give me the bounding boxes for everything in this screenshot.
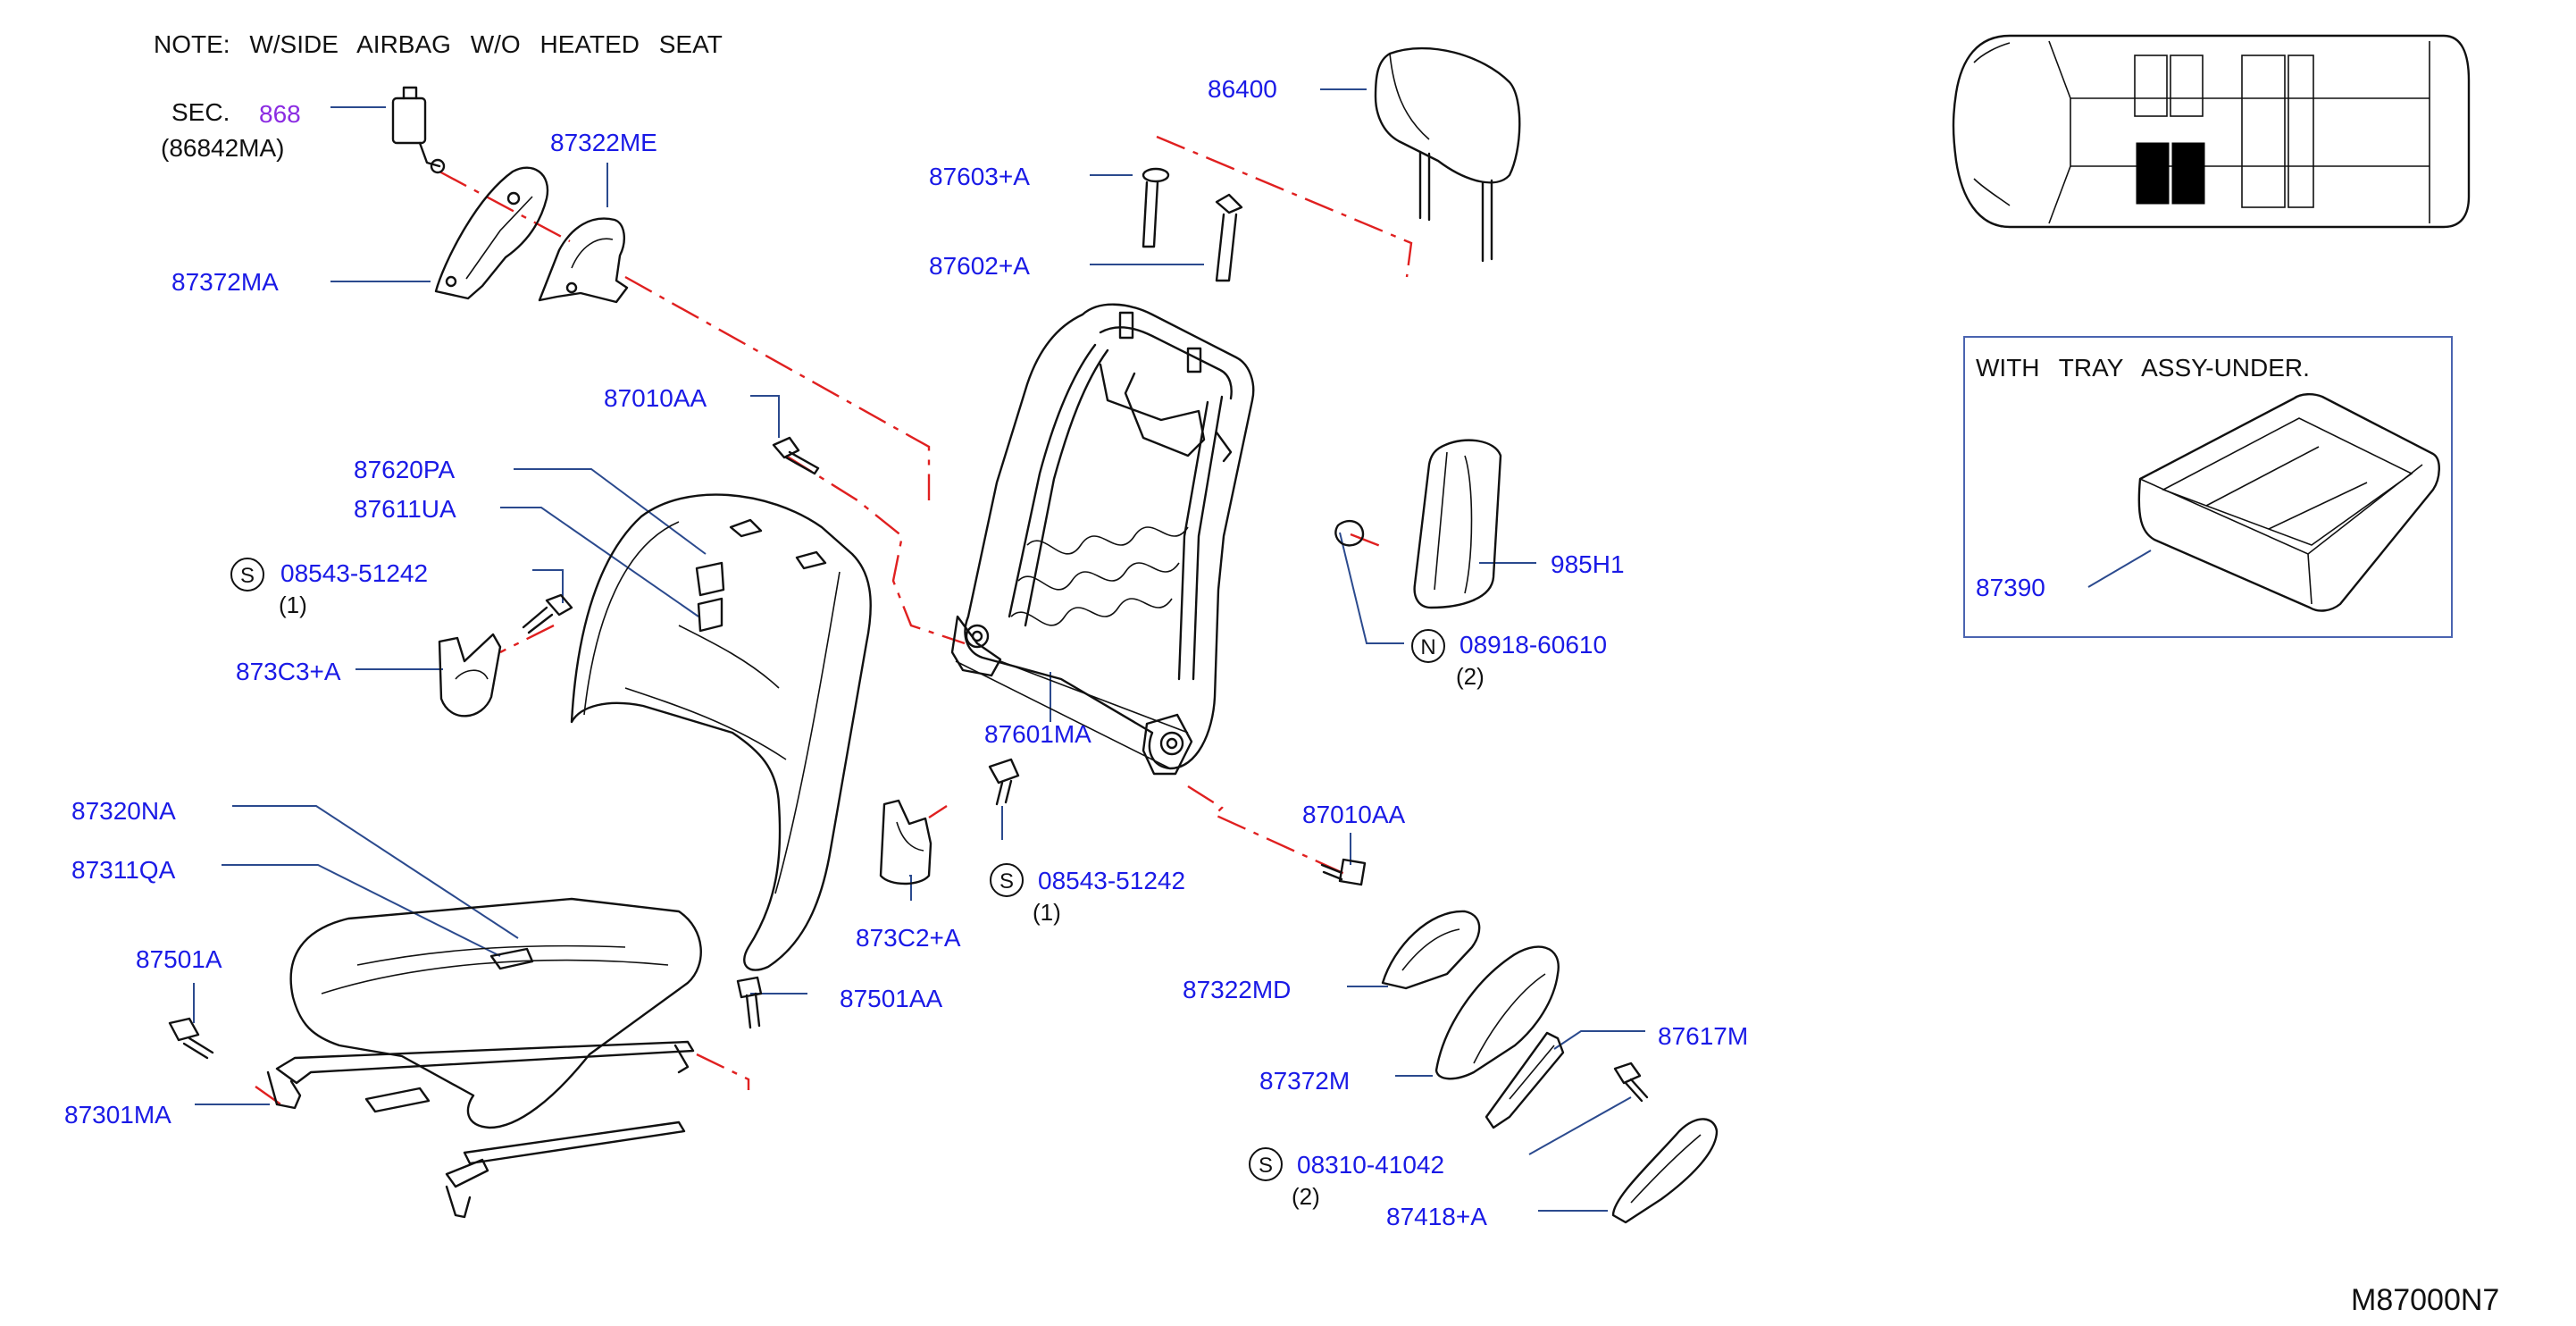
part-87322me[interactable]: 87322ME [550,129,657,156]
sec-sub: (86842MA) [161,134,285,162]
s-marker-mid: S [990,863,1024,897]
qty-08918: (2) [1456,663,1485,690]
part-87320na[interactable]: 87320NA [71,797,176,825]
bolts [168,436,1649,1103]
s-marker-bottom: S [1249,1147,1283,1181]
part-87501aa[interactable]: 87501AA [840,985,943,1012]
part-08543-mid[interactable]: 08543-51242 [1038,867,1186,894]
side-airbag [1413,439,1502,609]
qty-08310: (2) [1292,1183,1320,1210]
assembly-lines [255,135,1413,1109]
part-87390[interactable]: 87390 [1976,574,2045,601]
part-87372ma[interactable]: 87372MA [171,268,279,296]
part-87501a[interactable]: 87501A [136,945,222,973]
part-87418a[interactable]: 87418+A [1386,1203,1487,1230]
headrest-guides [1142,167,1243,282]
part-873c3a[interactable]: 873C3+A [236,658,341,685]
part-87372m[interactable]: 87372M [1259,1067,1351,1095]
headrest [1374,46,1521,263]
part-87010aa-mid[interactable]: 87010AA [1302,801,1406,828]
n-marker: N [1411,629,1445,663]
cover-87322me [538,217,629,304]
leader-lines [193,88,2152,1212]
seatback-frame [950,303,1255,776]
qty-08543-mid: (1) [1033,899,1061,926]
part-985h1[interactable]: 985H1 [1551,550,1625,578]
part-87603a[interactable]: 87603+A [929,163,1030,190]
part-87620pa[interactable]: 87620PA [354,456,456,483]
under-tray [2137,393,2440,612]
seat-belt-buckle [391,86,446,174]
part-873c2a[interactable]: 873C2+A [856,924,961,952]
part-87611ua[interactable]: 87611UA [354,495,456,523]
part-87322md[interactable]: 87322MD [1183,976,1292,1003]
part-87601ma[interactable]: 87601MA [984,720,1091,748]
sec-prefix: SEC. [171,98,230,126]
part-08310[interactable]: 08310-41042 [1297,1151,1445,1179]
drawing-code: M87000N7 [2351,1283,2500,1317]
part-08918[interactable]: 08918-60610 [1459,631,1608,659]
qty-08543-top: (1) [279,592,307,618]
seatback-trim [570,493,872,971]
car-top-view [1952,34,2471,229]
part-87617m[interactable]: 87617M [1658,1022,1749,1050]
part-87602a[interactable]: 87602+A [929,252,1030,280]
side-parts [1381,910,1719,1224]
s-marker-top: S [230,558,264,592]
seat-cushion [266,897,702,1219]
part-86400[interactable]: 86400 [1208,75,1277,103]
side-cover-87372ma [434,166,549,300]
part-87010aa-top[interactable]: 87010AA [604,384,707,412]
tray-box-title: WITH TRAY ASSY-UNDER. [1976,354,2310,382]
sec-ref-link[interactable]: 868 [259,100,301,128]
part-87311qa[interactable]: 87311QA [71,856,176,884]
note-text: NOTE: W/SIDE AIRBAG W/O HEATED SEAT [154,30,723,58]
part-87301ma[interactable]: 87301MA [64,1101,171,1129]
bezels [438,633,933,885]
part-08543-top[interactable]: 08543-51242 [280,559,429,587]
tray-assy-box [1963,336,2453,638]
